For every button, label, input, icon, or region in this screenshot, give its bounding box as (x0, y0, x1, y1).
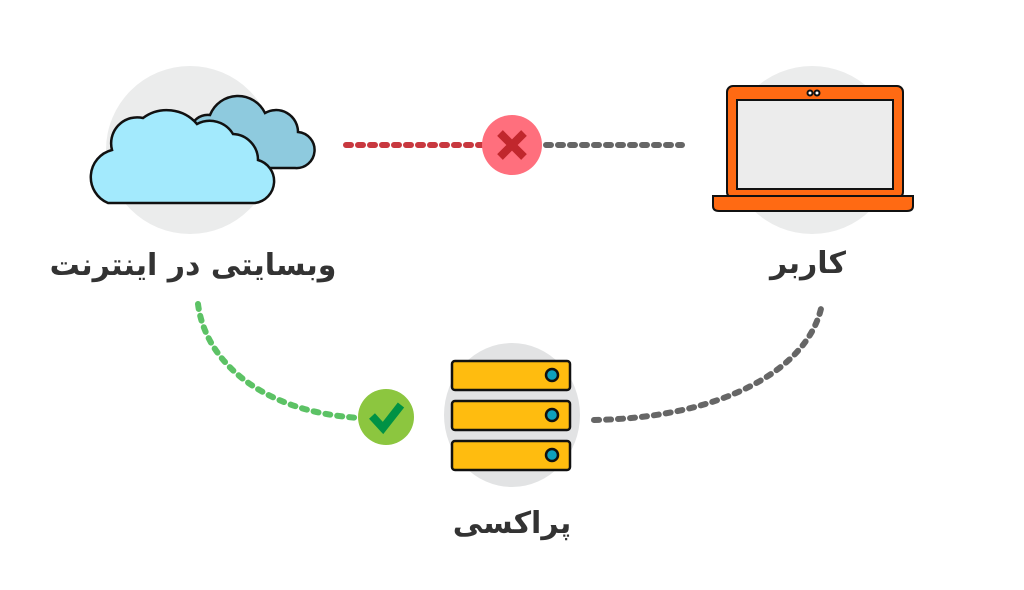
proxy-label: پراکسی (452, 506, 572, 541)
website-label: وبسایتی در اینترنت (49, 248, 337, 283)
proxy-user-connection-line (591, 301, 825, 423)
allowed-connection-line (195, 301, 363, 421)
cloud-icon (89, 94, 316, 205)
user-label: کاربر (770, 246, 846, 281)
server-icon (450, 359, 572, 472)
laptop-icon (712, 85, 914, 212)
x-icon (482, 115, 542, 175)
check-icon (358, 389, 414, 445)
